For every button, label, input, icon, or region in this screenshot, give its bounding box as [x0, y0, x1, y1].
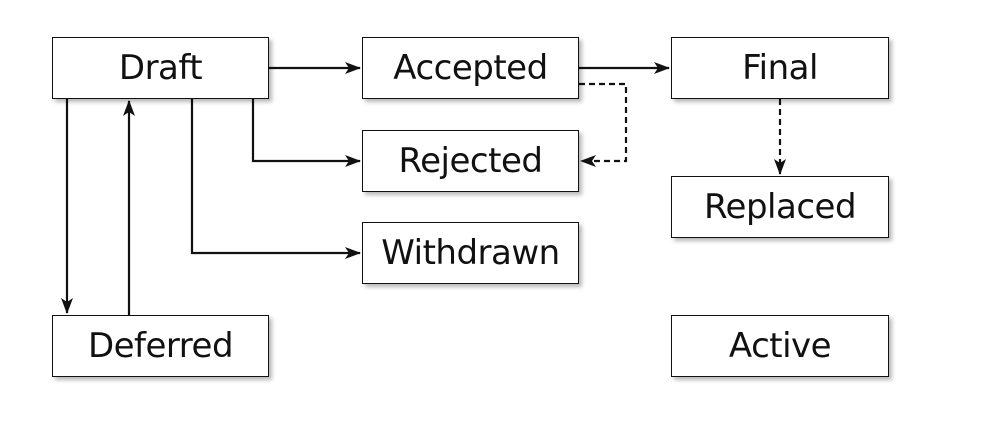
state-final: Final: [671, 37, 889, 99]
edge-draft-to-rejected: [251, 99, 361, 167]
edge-draft-to-withdrawn: [190, 99, 361, 259]
state-accepted: Accepted: [362, 37, 579, 99]
state-deferred: Deferred: [52, 315, 269, 377]
state-rejected: Rejected: [362, 130, 579, 192]
state-replaced: Replaced: [671, 176, 889, 238]
state-draft: Draft: [52, 37, 269, 99]
state-active: Active: [671, 315, 889, 377]
edge-accepted-to-rejected: [579, 82, 628, 167]
state-withdrawn: Withdrawn: [362, 222, 579, 284]
